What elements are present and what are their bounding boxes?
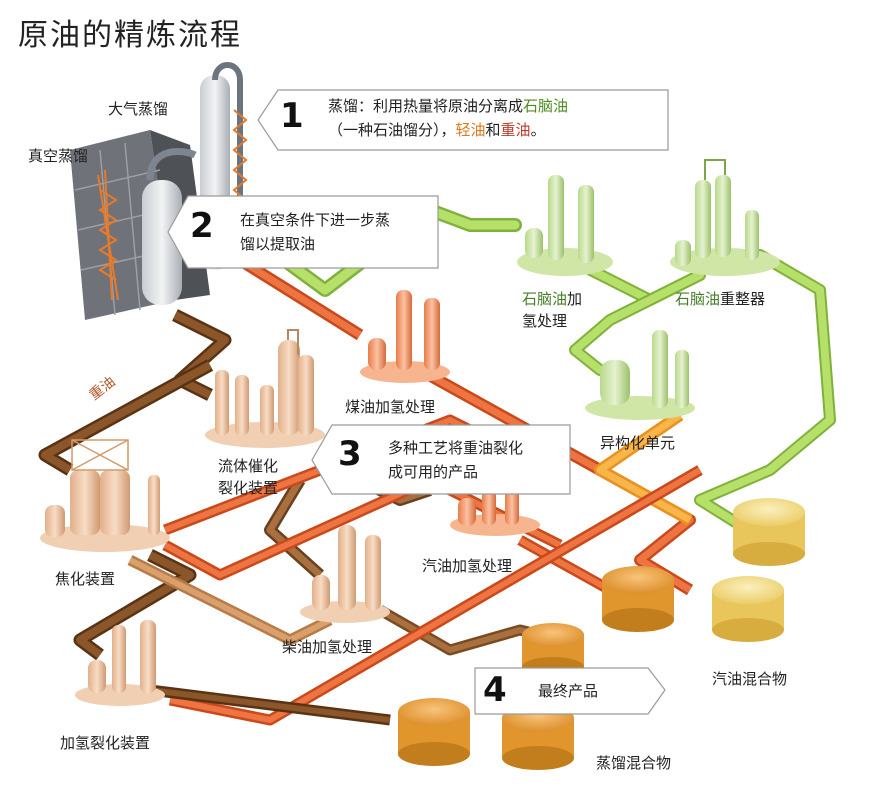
distillate-blend-tanks [398, 623, 584, 770]
hydrocracker-unit [75, 620, 165, 706]
isomerization-unit [585, 330, 695, 420]
tank-orange-1 [602, 566, 674, 632]
label-distillate-blend: 蒸馏混合物 [596, 754, 672, 772]
gasoline-blend-tanks [602, 498, 805, 642]
tank-orange-3 [398, 698, 470, 766]
label-naphtha-hydrotreater: 石脑油加氢处理 [522, 290, 583, 330]
callout-3-number: 3 [338, 434, 362, 474]
callout-4-number: 4 [483, 670, 507, 710]
label-diesel-hydrotreater: 柴油加氢处理 [282, 638, 373, 656]
label-vacuum-distillation: 真空蒸馏 [28, 147, 89, 165]
naphtha-pipe [243, 203, 836, 531]
label-kerosene-hydrotreater: 煤油加氢处理 [345, 398, 436, 416]
label-naphtha-reformer: 石脑油重整器 [675, 290, 766, 308]
naphtha-hydrotreater [517, 175, 613, 276]
label-fcc-unit: 流体催化裂化装置 [218, 457, 279, 497]
callout-4-text: 最终产品 [538, 682, 599, 700]
callout-3-text: 多种工艺将重油裂化成可用的产品 [388, 439, 524, 481]
kerosene-hydrotreater [360, 290, 450, 383]
label-gasoline-blend: 汽油混合物 [712, 670, 788, 688]
diesel-hydrotreater [300, 525, 390, 623]
label-coker-unit: 焦化装置 [55, 570, 116, 588]
tank-yellow-2 [712, 576, 784, 642]
label-atmospheric-distillation: 大气蒸馏 [108, 100, 169, 118]
label-gasoline-hydrotreater: 汽油加氢处理 [422, 557, 513, 575]
page-title: 原油的精炼流程 [18, 18, 242, 53]
gasoline-hydrotreater [450, 480, 540, 536]
tank-yellow-1 [733, 498, 805, 566]
callout-shapes [167, 89, 669, 715]
label-isomerization-unit: 异构化单元 [600, 434, 676, 452]
callout-1-number: 1 [280, 96, 304, 136]
callout-1-text: 蒸馏：利用热量将原油分离成石脑油（一种石油馏分），轻油和重油。 [328, 97, 569, 139]
coker-unit [40, 439, 170, 552]
callout-2-text: 在真空条件下进一步蒸馏以提取油 [240, 211, 391, 253]
tank-orange-2 [522, 623, 584, 677]
callout-2-number: 2 [190, 206, 214, 246]
label-hydrocracker: 加氢裂化装置 [60, 734, 151, 752]
fcc-unit [205, 329, 325, 448]
naphtha-reformer [670, 159, 780, 276]
